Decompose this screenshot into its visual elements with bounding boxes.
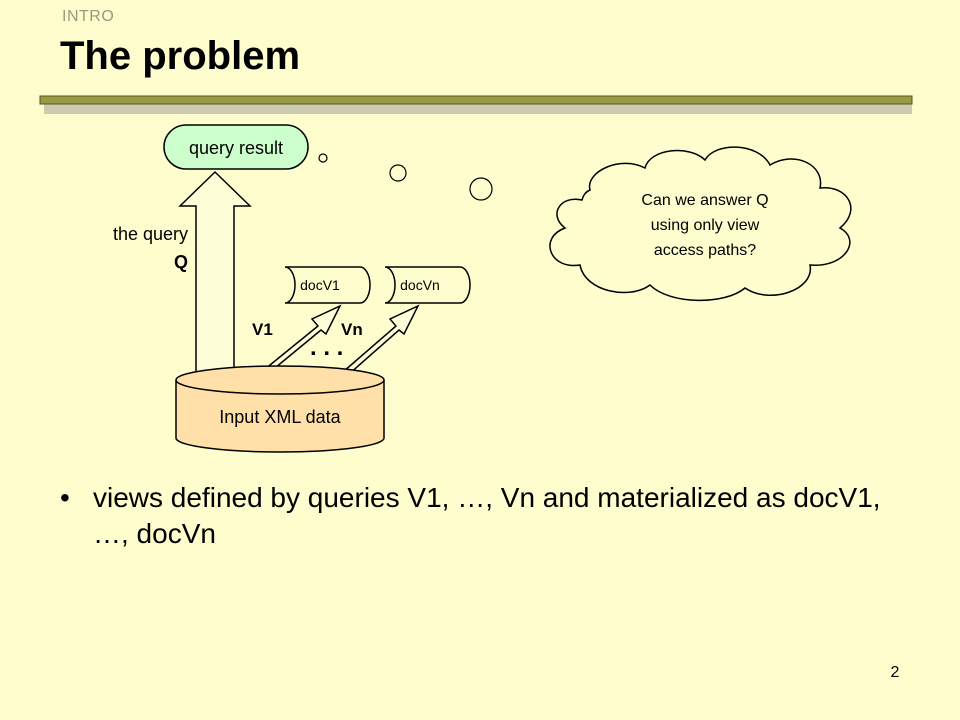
bullet-text: views defined by queries V1, …, Vn and m… (93, 482, 881, 549)
section-label: INTRO (62, 8, 115, 25)
thought-cloud (549, 146, 852, 302)
doc-vn-shape (384, 266, 471, 304)
thought-bubble-small (318, 153, 328, 163)
view-vn-label: Vn (341, 320, 363, 339)
doc-vn-label: docVn (400, 277, 440, 293)
doc-v1-shape (284, 266, 371, 304)
doc-v1-label: docV1 (300, 277, 340, 293)
thought-text-line2: using only view (651, 217, 760, 234)
query-label-line1: the query (113, 224, 188, 244)
query-result-label: query result (189, 138, 283, 158)
view-v1-label: V1 (252, 320, 273, 339)
page-number: 2 (890, 664, 900, 681)
thought-text-line3: access paths? (654, 242, 756, 259)
slide-title: The problem (60, 34, 301, 78)
thought-text-line1: Can we answer Q (641, 192, 768, 209)
title-rule (39, 95, 913, 114)
query-label-line2: Q (174, 252, 188, 272)
input-data-cylinder (175, 365, 385, 453)
query-arrow (178, 170, 252, 383)
bullet-symbol: • (60, 482, 70, 513)
query-result-box (163, 124, 309, 170)
bullet-item: • views defined by queries V1, …, Vn and… (60, 480, 900, 552)
input-data-label: Input XML data (219, 407, 341, 427)
thought-bubble-large (469, 177, 493, 201)
thought-bubble-medium (389, 164, 407, 182)
ellipsis: . . . (310, 334, 343, 361)
